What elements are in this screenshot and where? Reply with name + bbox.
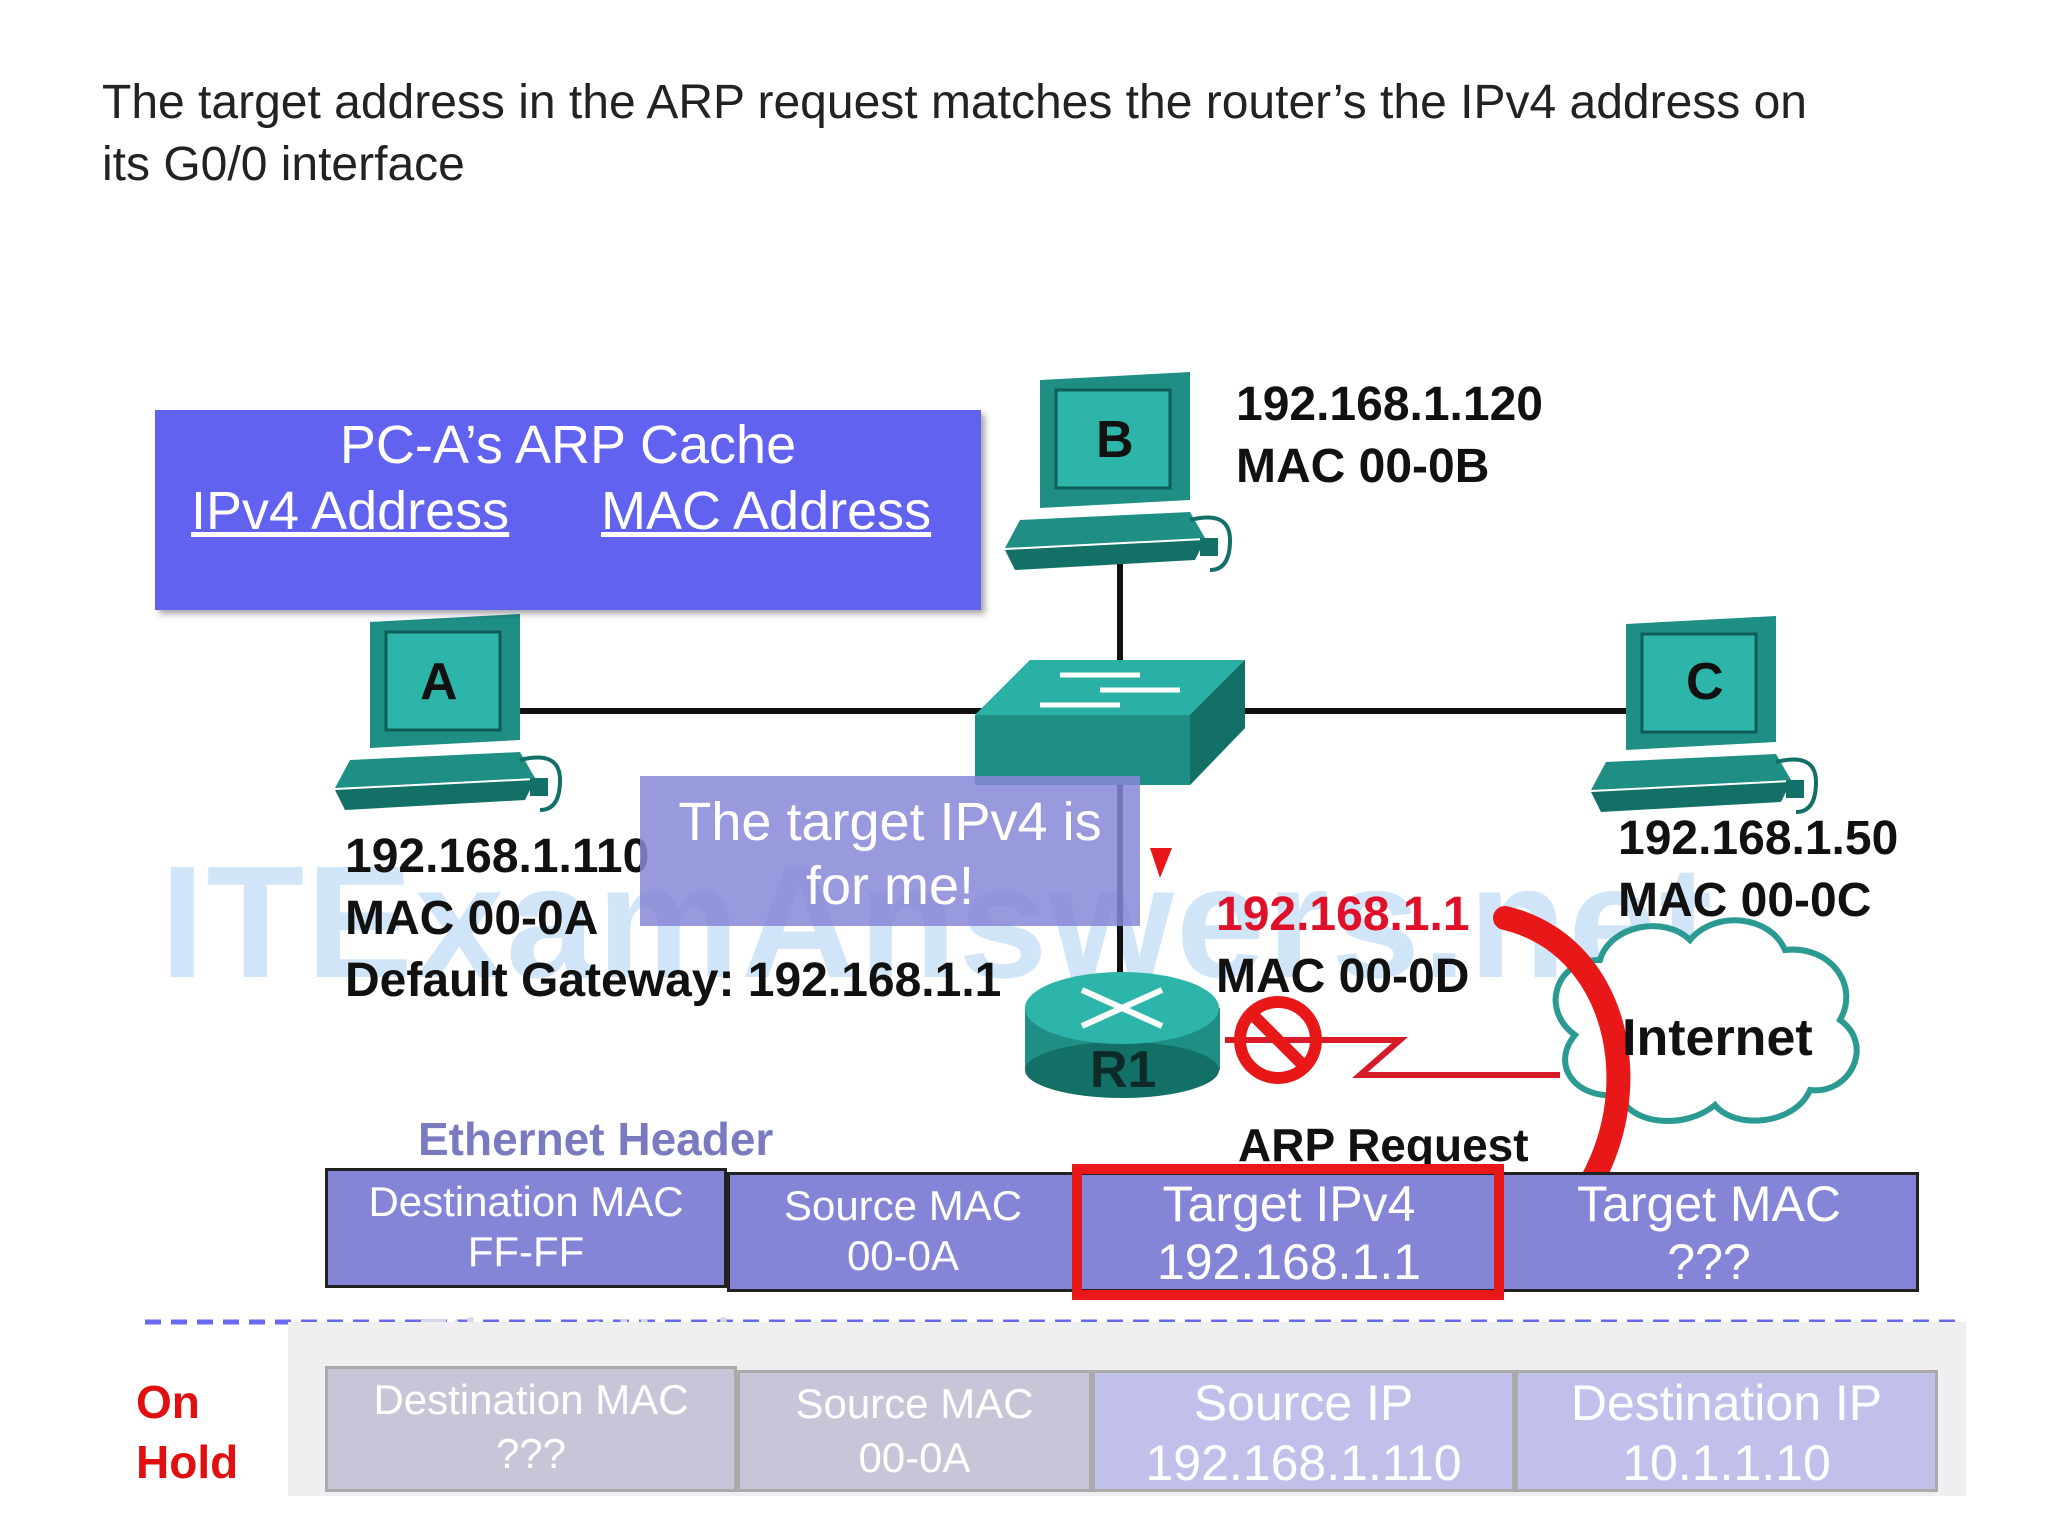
prohibited-icon [1234, 996, 1322, 1084]
pc-b-icon [1005, 372, 1233, 572]
arp-dest-mac-title: Destination MAC [368, 1178, 684, 1225]
pc-b-label: B [1096, 411, 1134, 469]
callout-line-1: The target IPv4 is [678, 792, 1102, 852]
held-cell-src-ip: Source IP 192.168.1.110 [1092, 1370, 1515, 1492]
pc-a-icon [335, 614, 563, 812]
pc-a-info: 192.168.1.110 MAC 00-0A Default Gateway:… [345, 826, 1001, 1012]
pc-c-icon [1591, 616, 1819, 814]
arp-src-mac-value: 00-0A [846, 1232, 960, 1279]
router-info: 192.168.1.1 MAC 00-0D [1216, 884, 1470, 1008]
held-src-mac-title: Source MAC [795, 1380, 1034, 1427]
held-cell-src-mac: Source MAC 00-0A [737, 1370, 1092, 1492]
pc-c-label: C [1686, 653, 1724, 711]
arp-target-mac-value: ??? [1667, 1234, 1751, 1290]
pc-a-mac: MAC 00-0A [345, 892, 599, 945]
arp-cache-ip-column: IPv4 Address [191, 481, 510, 541]
pc-c-ip: 192.168.1.50 [1618, 812, 1899, 865]
held-src-ip-title: Source IP [1193, 1375, 1414, 1431]
on-hold-line-2: Hold [136, 1436, 239, 1488]
arp-cell-dest-mac: Destination MAC FF-FF [325, 1168, 727, 1288]
arp-src-mac-title: Source MAC [783, 1182, 1023, 1229]
arp-cache-mac-column: MAC Address [601, 481, 932, 541]
caption-line-2: its G0/0 interface [102, 138, 465, 191]
internet-cloud-icon [1552, 917, 1860, 1124]
arp-cache-panel: PC-A’s ARP Cache IPv4 Address MAC Addres… [155, 410, 981, 610]
router-mac: MAC 00-0D [1216, 950, 1470, 1003]
held-dest-ip-title: Destination IP [1570, 1375, 1883, 1431]
callout-pointer [1150, 848, 1172, 878]
held-cell-dest-mac: Destination MAC ??? [325, 1366, 737, 1492]
arp-target-mac-title: Target MAC [1577, 1176, 1841, 1232]
pc-a-label: A [420, 653, 458, 711]
arp-cell-target-mac: Target MAC ??? [1499, 1172, 1919, 1292]
arp-eth-header-label: Ethernet Header [418, 1113, 774, 1165]
held-src-mac-value: 00-0A [858, 1434, 971, 1481]
held-src-ip-value: 192.168.1.110 [1145, 1435, 1462, 1491]
internet-label: Internet [1622, 1009, 1813, 1067]
pc-a-ip: 192.168.1.110 [345, 830, 650, 883]
arp-cell-src-mac: Source MAC 00-0A [727, 1172, 1079, 1292]
pc-b-info: 192.168.1.120 MAC 00-0B [1236, 374, 1543, 498]
held-dest-mac-title: Destination MAC [373, 1376, 689, 1423]
arp-dest-mac-value: FF-FF [467, 1228, 585, 1275]
on-hold-line-1: On [136, 1376, 200, 1428]
pc-b-mac: MAC 00-0B [1236, 440, 1490, 493]
switch-icon [975, 660, 1245, 785]
callout-line-2: for me! [805, 856, 975, 916]
on-hold-label: On Hold [136, 1372, 238, 1492]
router-label: R1 [1090, 1041, 1157, 1099]
arp-cache-title: PC-A’s ARP Cache [339, 415, 797, 475]
pc-a-gateway: Default Gateway: 192.168.1.1 [345, 954, 1002, 1007]
arp-target-ipv4-title: Target IPv4 [1162, 1176, 1416, 1232]
slide-caption: The target address in the ARP request ma… [102, 72, 2002, 196]
caption-line-1: The target address in the ARP request ma… [102, 76, 1807, 129]
pc-c-mac: MAC 00-0C [1618, 874, 1872, 927]
held-dest-mac-value: ??? [495, 1430, 567, 1477]
arp-cell-target-ipv4: Target IPv4 192.168.1.1 [1079, 1172, 1499, 1292]
held-cell-dest-ip: Destination IP 10.1.1.10 [1515, 1370, 1938, 1492]
pc-b-ip: 192.168.1.120 [1236, 378, 1543, 431]
held-dest-ip-value: 10.1.1.10 [1622, 1435, 1831, 1491]
router-callout: The target IPv4 is for me! [640, 776, 1140, 926]
arp-target-ipv4-value: 192.168.1.1 [1156, 1234, 1422, 1290]
router-icon [1025, 972, 1220, 1098]
router-ip: 192.168.1.1 [1216, 888, 1470, 941]
target-ipv4-highlight [1072, 1164, 1504, 1300]
pc-c-info: 192.168.1.50 MAC 00-0C [1618, 808, 1898, 932]
arp-request-label: ARP Request [1238, 1119, 1529, 1171]
